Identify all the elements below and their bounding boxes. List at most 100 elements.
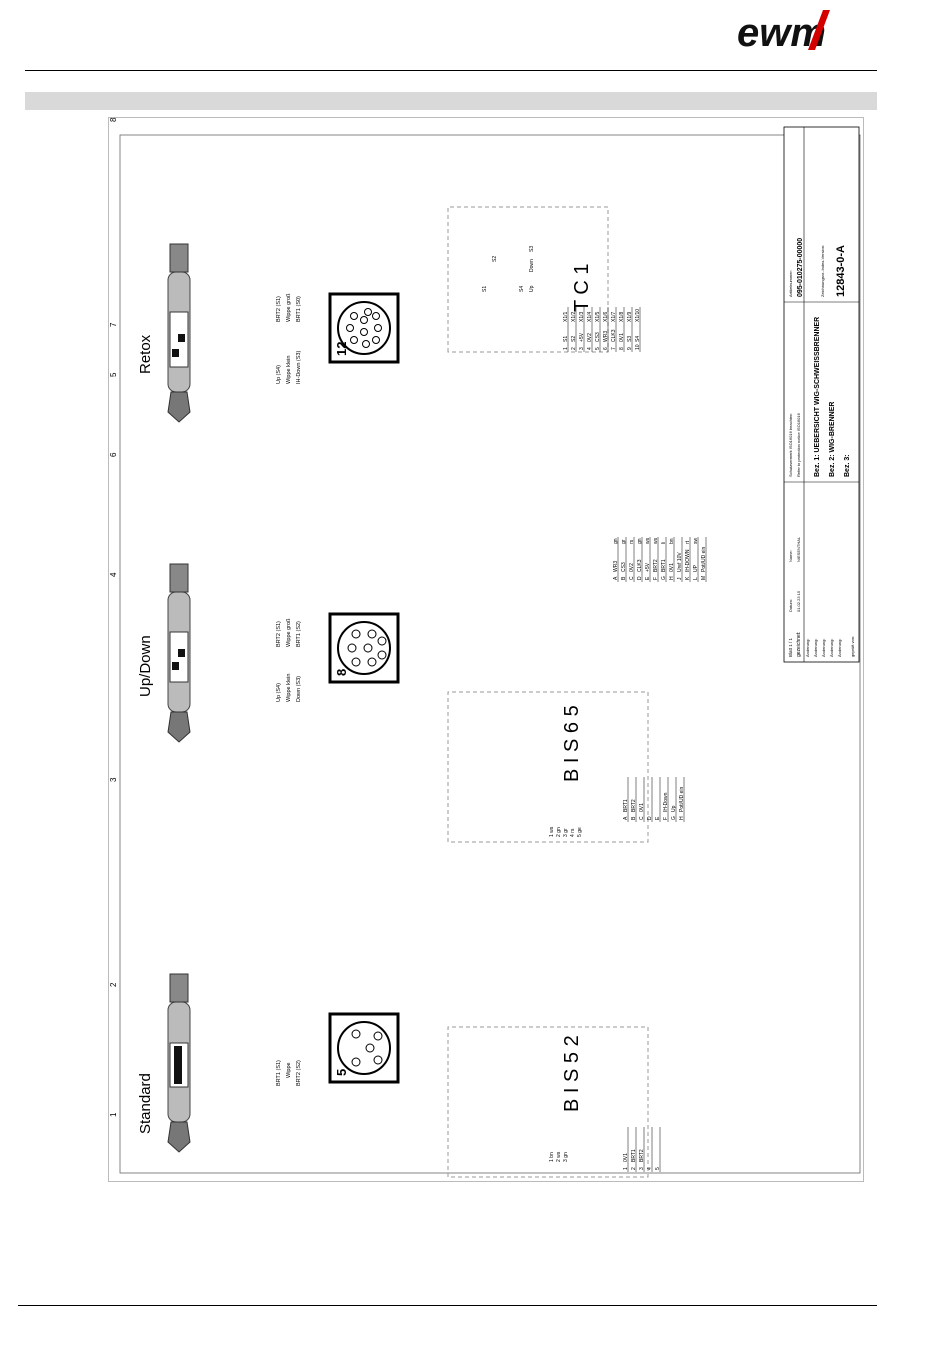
tc1-pin-x: X1/4 <box>587 311 593 322</box>
terminal-signal: S3 <box>627 336 633 342</box>
updown-label-down: Down (S3) <box>296 676 302 702</box>
terminal-number: J <box>677 577 683 580</box>
footer-rule <box>18 1305 877 1306</box>
tc1-pin-x: X1/2 <box>571 311 577 322</box>
terminal-signal: 0V2 <box>587 333 593 342</box>
terminal-number: 4 <box>587 347 593 350</box>
terminal-wire-color: ws <box>645 537 651 544</box>
terminal-signal: BRT1 <box>631 1149 637 1162</box>
drawing-outer-frame <box>108 117 864 1182</box>
terminal-number: 4 <box>647 1167 653 1170</box>
bis65-pin-count: 8 <box>334 669 349 676</box>
terminal-signal: CLK3 <box>611 329 617 342</box>
tb-designation-2: Bez. 2: WIG-BRENNER <box>829 402 836 477</box>
tc1-switch-s2: S2 <box>492 256 498 262</box>
retox-title: Retox <box>137 334 154 374</box>
tc1-pin-x: X1/8 <box>619 311 625 322</box>
retox-label-wippe-gross: Wippe groß <box>286 293 292 322</box>
tb-change-5: Änderung: <box>837 639 842 657</box>
zone-number: 7 <box>109 322 118 327</box>
tc1-pin-x: X1/10 <box>635 309 641 322</box>
tb-drawing-no: 12843-0-A <box>835 245 847 297</box>
terminal-number: A <box>623 816 629 820</box>
zone-number: 6 <box>109 452 118 457</box>
terminal-number: 1 <box>623 1167 629 1170</box>
terminal-signal: +5V <box>645 562 651 572</box>
terminal-wire-color: rs <box>629 539 635 544</box>
bis65-box <box>447 691 649 843</box>
retox-torch-icon <box>167 243 191 423</box>
terminal-signal: BRT2 <box>639 1149 645 1162</box>
zone-number: 8 <box>109 117 118 122</box>
terminal-number: 5 <box>595 347 601 350</box>
tb-change-1: Änderung: <box>805 639 810 657</box>
tc1-label: T C 1 <box>571 263 593 312</box>
ewm-logo: ewm <box>737 10 830 52</box>
updown-label-brt1: BRT1 (S2) <box>296 621 302 647</box>
terminal-number: H <box>669 576 675 580</box>
tb-article-no: 095-010275-00000 <box>797 238 804 297</box>
terminal-wire-color: li <box>661 542 667 544</box>
tb-article-label: Artikelnummer: <box>788 270 793 297</box>
terminal-number: E <box>655 816 661 820</box>
terminal-signal: 0V2 <box>629 563 635 572</box>
standard-torch-icon <box>167 973 191 1153</box>
updown-title: Up/Down <box>137 635 154 697</box>
terminal-number: 6 <box>603 347 609 350</box>
tb-designation-1: Bez. 1: UEBERSICHT WIG-SCHWEISSBRENNER <box>814 317 821 477</box>
zone-number: 2 <box>109 982 118 987</box>
terminal-number: 7 <box>611 347 617 350</box>
terminal-number: 2 <box>631 1167 637 1170</box>
retox-label-wippe-klein: Wippe klein <box>286 356 292 384</box>
standard-label-brt2: BRT2 (S2) <box>296 1060 302 1086</box>
zone-number: 5 <box>109 372 118 377</box>
terminal-signal: 0V1 <box>619 333 625 342</box>
terminal-number: G <box>661 576 667 580</box>
terminal-number: 3 <box>639 1167 645 1170</box>
terminal-wire-color: ws <box>653 537 659 544</box>
tc1-pin-x: X1/1 <box>563 311 569 322</box>
terminal-signal: Uref 10V <box>677 552 683 572</box>
terminal-signal: IH-Down <box>663 792 669 812</box>
tc1-switch-down: Down <box>529 259 535 272</box>
terminal-signal: UP <box>693 564 699 572</box>
standard-title: Standard <box>137 1073 154 1134</box>
zone-number: 3 <box>109 777 118 782</box>
terminal-signal: BRT1 <box>661 559 667 572</box>
standard-label-wippe: Wippe <box>286 1062 292 1078</box>
terminal-signal: Poti/UD ein <box>701 546 707 572</box>
terminal-number: F <box>663 817 669 820</box>
terminal-number: 2 <box>571 347 577 350</box>
terminal-wire-color: bn <box>669 538 675 544</box>
tc1-pin-x: X1/9 <box>627 311 633 322</box>
tb-protection-note-en: Refer to protection notice ISO16016 <box>796 412 801 477</box>
terminal-signal: Poti/UD ein <box>679 786 685 812</box>
terminal-signal: S1 <box>563 336 569 342</box>
terminal-number: 5 <box>655 1167 661 1170</box>
updown-label-wippe-gross: Wippe groß <box>286 618 292 647</box>
tb-date-label: Datum: <box>788 599 793 612</box>
tb-sheet: Blatt 1 / 1 <box>788 637 793 657</box>
terminal-number: D <box>637 576 643 580</box>
header-rule <box>25 70 877 71</box>
updown-label-up: Up (S4) <box>276 683 282 702</box>
updown-label-wippe-klein: Wippe klein <box>286 674 292 702</box>
terminal-number: 8 <box>619 347 625 350</box>
tb-change-3: Änderung: <box>821 639 826 657</box>
drawing-inner-frame <box>119 134 861 1174</box>
wire-label: 3 gr <box>563 828 569 837</box>
updown-torch-icon <box>167 563 191 743</box>
tc1-switch-up: Up <box>529 285 535 292</box>
terminal-signal: 0V1 <box>669 563 675 572</box>
bis52-pin-count: 5 <box>334 1069 349 1076</box>
tb-change-2: Änderung: <box>813 639 818 657</box>
terminal-wire-color: gn <box>613 538 619 544</box>
updown-torch-group: Up/Down Up (S4) Wippe klein Down (S3) BR… <box>137 563 685 843</box>
tb-name-label: Name: <box>788 550 793 562</box>
tb-designation-3: Bez. 3: <box>844 454 851 477</box>
retox-label-brt1: BRT1 (S0) <box>296 296 302 322</box>
terminal-number: E <box>645 576 651 580</box>
terminal-number: H <box>679 816 685 820</box>
tc1-pin-x: X1/3 <box>579 311 585 322</box>
